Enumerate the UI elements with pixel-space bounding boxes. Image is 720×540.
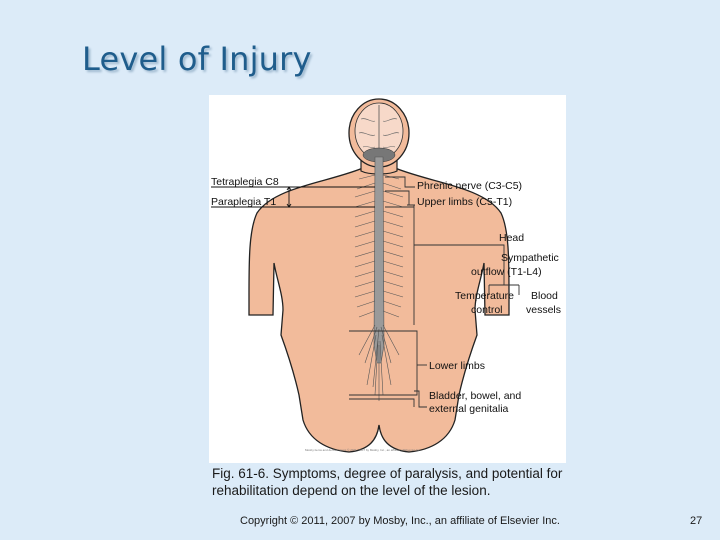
label-sympathetic-2: outflow (T1-L4) <box>471 266 542 278</box>
figure-drawing: Tetraplegia C8 Paraplegia T1 Phrenic ner… <box>209 95 566 463</box>
label-lower-limbs: Lower limbs <box>429 360 485 372</box>
label-sympathetic-1: Sympathetic <box>501 252 559 264</box>
label-bladder-1: Bladder, bowel, and <box>429 390 521 402</box>
label-paraplegia: Paraplegia T1 <box>211 196 276 208</box>
label-bladder-2: external genitalia <box>429 403 509 415</box>
label-upper-limbs: Upper limbs (C5-T1) <box>417 196 512 208</box>
label-temperature-2: control <box>471 304 503 316</box>
label-tetraplegia: Tetraplegia C8 <box>211 176 279 188</box>
label-blood-1: Blood <box>531 290 558 302</box>
label-head: Head <box>499 232 524 244</box>
spinal-injury-figure: Tetraplegia C8 Paraplegia T1 Phrenic ner… <box>209 95 566 463</box>
figure-caption: Fig. 61-6. Symptoms, degree of paralysis… <box>212 465 572 499</box>
label-phrenic-nerve: Phrenic nerve (C3-C5) <box>417 180 522 192</box>
label-temperature-1: Temperature <box>455 290 514 302</box>
slide-title: Level of Injury <box>82 40 312 78</box>
copyright-notice: Copyright © 2011, 2007 by Mosby, Inc., a… <box>240 515 560 527</box>
label-blood-2: vessels <box>526 304 561 316</box>
figure-fine-print: Mosby items and derived items © 2011, 20… <box>305 448 421 452</box>
page-number: 27 <box>690 515 702 527</box>
